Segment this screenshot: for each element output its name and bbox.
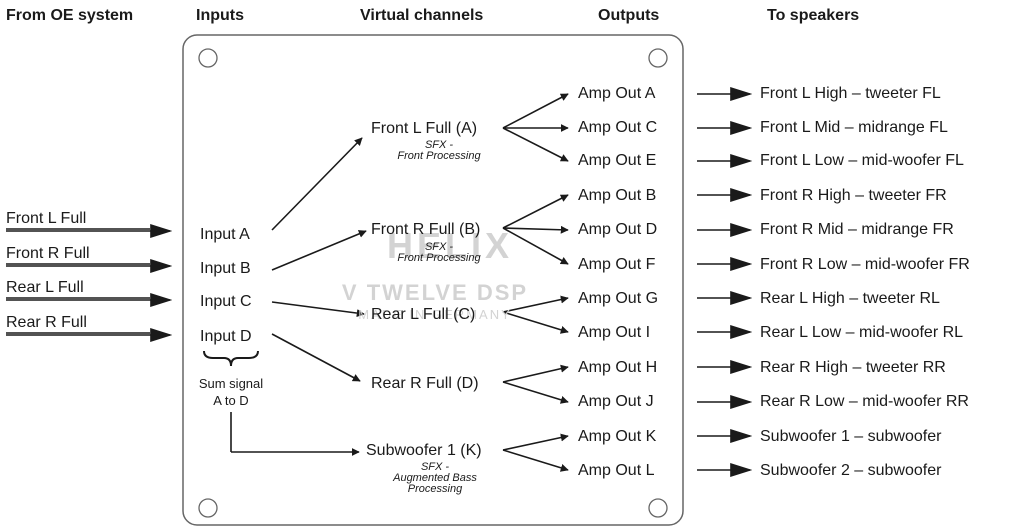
speaker-label: Front R Low – mid-woofer FR <box>760 256 970 273</box>
output-label: Amp Out I <box>578 324 651 341</box>
channel-to-output-arrow <box>502 364 569 383</box>
header-virtual-channels: Virtual channels <box>360 7 484 24</box>
oe-source-label: Front R Full <box>6 245 90 262</box>
mount-hole-top-right <box>648 48 668 68</box>
channel-to-output-arrow <box>502 194 569 229</box>
processing-note-line: Front Processing <box>397 252 481 264</box>
speaker-label: Front R Mid – midrange FR <box>760 221 954 238</box>
output-label: Amp Out L <box>578 462 655 479</box>
speaker-label: Rear L High – tweeter RL <box>760 290 940 307</box>
speaker-label: Rear R Low – mid-woofer RR <box>760 393 969 410</box>
watermark-model: V TWELVE DSP <box>341 280 529 305</box>
speaker-label: Front L High – tweeter FL <box>760 85 941 102</box>
dsp-box <box>182 34 684 526</box>
speaker-label: Rear R High – tweeter RR <box>760 359 946 376</box>
speaker-label: Front L Mid – midrange FL <box>760 119 948 136</box>
virtual-channel-label: Rear R Full (D) <box>371 375 479 392</box>
output-label: Amp Out J <box>578 393 654 410</box>
header-to-speakers: To speakers <box>767 7 860 24</box>
oe-source-label: Rear R Full <box>6 314 87 331</box>
channel-to-output-arrow <box>502 93 569 129</box>
input-to-channel-arrow <box>271 230 367 271</box>
speaker-label: Front R High – tweeter FR <box>760 187 947 204</box>
speaker-label: Front L Low – mid-woofer FL <box>760 152 964 169</box>
channel-to-output-arrow <box>502 433 569 451</box>
output-label: Amp Out E <box>578 152 657 169</box>
input-label: Input B <box>200 260 251 277</box>
output-label: Amp Out D <box>578 221 658 238</box>
channel-to-output-arrow <box>502 225 569 234</box>
virtual-channel-label: Subwoofer 1 (K) <box>366 442 482 459</box>
output-label: Amp Out B <box>578 187 657 204</box>
processing-note-line: Front Processing <box>397 150 481 162</box>
virtual-channel-label: Front R Full (B) <box>371 221 481 238</box>
watermark-brand: HELIX <box>386 225 513 266</box>
input-label: Input A <box>200 226 250 243</box>
speaker-label: Rear L Low – mid-woofer RL <box>760 324 964 341</box>
processing-note-line: Processing <box>407 483 463 495</box>
output-label: Amp Out G <box>578 290 659 307</box>
channel-to-output-arrow <box>502 295 569 313</box>
virtual-channel-label: Rear L Full (C) <box>371 306 476 323</box>
sum-signal-note-line: Sum signal <box>198 376 264 391</box>
channel-to-output-arrow <box>502 311 569 334</box>
input-to-channel-arrow <box>271 301 365 318</box>
speaker-label: Subwoofer 2 – subwoofer <box>760 462 942 479</box>
header-oe-system: From OE system <box>6 7 134 24</box>
sum-brace <box>203 350 259 367</box>
processing-note-line: Augmented Bass <box>393 472 477 484</box>
virtual-channel-label: Front L Full (A) <box>371 120 478 137</box>
processing-note: SFX - Front Processing <box>385 140 493 162</box>
output-label: Amp Out F <box>578 256 656 273</box>
output-label: Amp Out C <box>578 119 658 136</box>
sum-signal-note: Sum signal A to D <box>190 375 272 409</box>
oe-source-label: Front L Full <box>6 210 87 227</box>
output-label: Amp Out K <box>578 428 657 445</box>
oe-source-label: Rear L Full <box>6 279 84 296</box>
input-to-channel-arrow <box>271 333 361 382</box>
mount-hole-bottom-right <box>648 498 668 518</box>
input-label: Input D <box>200 328 252 345</box>
mount-hole-top-left <box>198 48 218 68</box>
processing-note-line: SFX - <box>424 139 454 151</box>
processing-note-line: SFX - <box>420 461 450 473</box>
output-label: Amp Out A <box>578 85 656 102</box>
input-label: Input C <box>200 293 252 310</box>
processing-note-line: SFX - <box>424 241 454 253</box>
mount-hole-bottom-left <box>198 498 218 518</box>
processing-note: SFX - Augmented Bass Processing <box>381 462 489 495</box>
processing-note: SFX - Front Processing <box>385 242 493 264</box>
channel-to-output-arrow <box>502 127 569 162</box>
header-inputs: Inputs <box>196 7 244 24</box>
watermark-origin: MADE IN GERMANY <box>358 307 512 322</box>
header-outputs: Outputs <box>598 7 660 24</box>
channel-to-output-arrow <box>502 449 569 472</box>
input-to-channel-arrow <box>271 137 363 231</box>
output-label: Amp Out H <box>578 359 658 376</box>
speaker-label: Subwoofer 1 – subwoofer <box>760 428 942 445</box>
sum-signal-note-line: A to D <box>213 393 249 408</box>
channel-to-output-arrow <box>502 227 569 265</box>
channel-to-output-arrow <box>502 381 569 404</box>
